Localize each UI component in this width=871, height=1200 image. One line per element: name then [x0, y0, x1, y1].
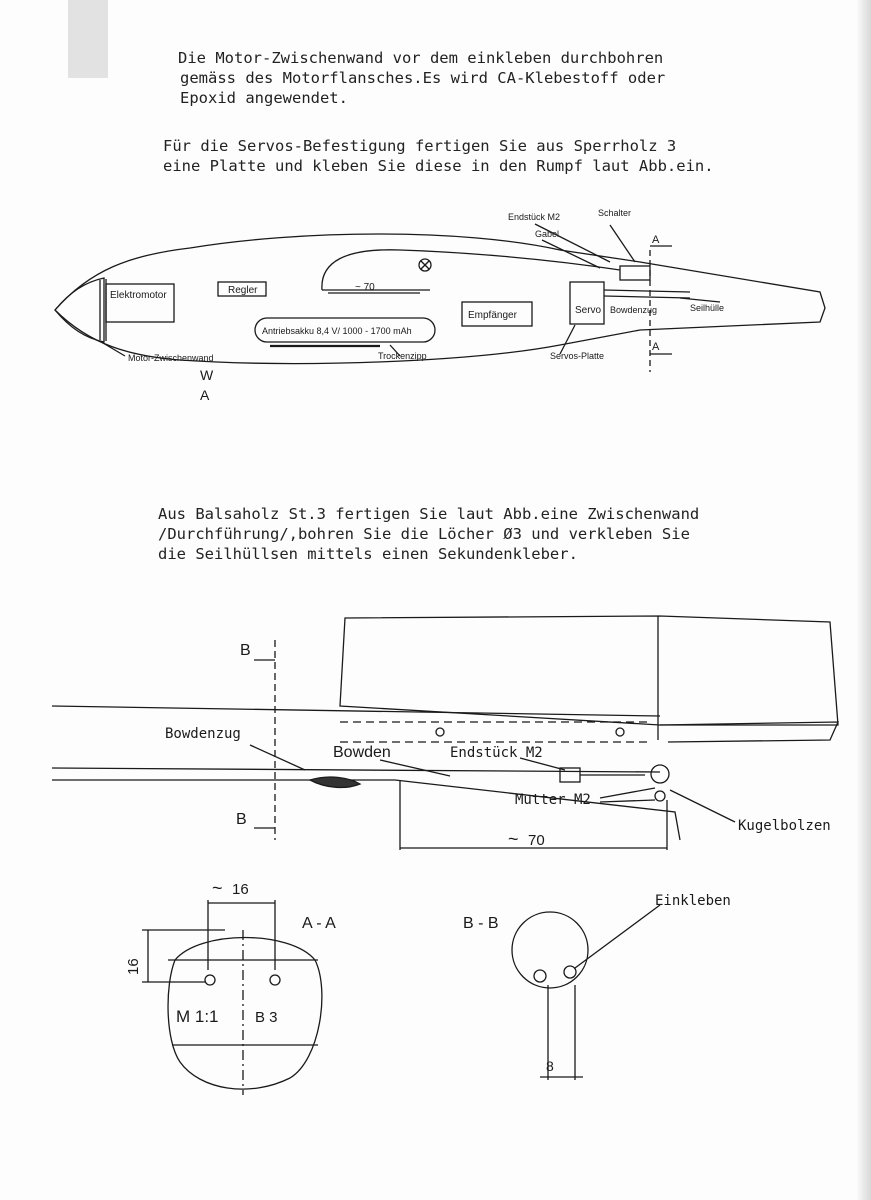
label-bowdenzug-tail: Bowdenzug	[165, 726, 241, 742]
wing-bolt	[418, 258, 432, 272]
handwritten-mark: W	[200, 367, 214, 383]
text-line: Aus Balsaholz St.3 fertigen Sie laut Abb…	[158, 505, 700, 523]
text-line: eine Platte und kleben Sie diese in den …	[163, 157, 714, 175]
boom-center	[51, 767, 661, 773]
label-elektromotor: Elektromotor	[110, 290, 167, 301]
label-servos-platte: Servos-Platte	[550, 351, 604, 361]
section-bb-outline	[511, 911, 589, 989]
label-seilhuelle: Seilhülle	[690, 303, 724, 313]
label-bowdenzug: Bowdenzug	[610, 305, 657, 315]
label-section-a-bottom: A	[652, 341, 660, 353]
nose-cone	[54, 277, 105, 343]
label-servo: Servo	[575, 305, 602, 316]
label-dim70: ~ 70	[355, 282, 375, 293]
text-line: /Durchführung/,bohren Sie die Löcher Ø3 …	[158, 525, 690, 543]
akku-box	[254, 317, 436, 343]
label-einkleben: Einkleben	[655, 893, 731, 909]
text-line: Die Motor-Zwischenwand vor dem einkleben…	[178, 49, 664, 67]
text-line: Für die Servos-Befestigung fertigen Sie …	[163, 137, 677, 155]
boom-taper	[394, 779, 681, 841]
wing-root	[321, 249, 621, 291]
label-material: B 3	[255, 1009, 278, 1026]
tail-drawing	[51, 615, 840, 850]
label-dim-h: 16	[232, 881, 249, 898]
label-kugelbolzen: Kugelbolzen	[738, 818, 831, 834]
section-bb-drawing	[511, 904, 661, 1080]
glue-blob	[308, 776, 362, 789]
label-endstueck-tail: Endstück M2	[450, 745, 543, 761]
boom-top	[51, 705, 661, 717]
label-mutter: Mutter M2	[515, 792, 591, 808]
schalter-box	[619, 265, 651, 281]
kugelbolzen-part	[650, 764, 670, 784]
text-line: die Seilhüllsen mittels einen Sekundenkl…	[158, 545, 578, 563]
label-scale: M 1:1	[176, 1007, 219, 1026]
tilde: ~	[212, 878, 223, 898]
handwritten-mark: A	[200, 387, 210, 403]
label-bowden: Bowden	[333, 744, 391, 761]
label-endstueck: Endstück M2	[508, 212, 560, 222]
page-edge-shadow	[857, 0, 871, 1200]
rudder-bottom	[659, 721, 840, 743]
label-section-aa-title: A - A	[302, 915, 336, 932]
label-trockenzipp: Trockenzipp	[378, 351, 427, 361]
section-aa-drawing	[142, 900, 323, 1095]
text-line: Epoxid angewendet.	[180, 89, 348, 107]
label-section-b-top: B	[240, 642, 251, 659]
label-motor-zwischenwand: Motor-Zwischenwand	[128, 353, 214, 363]
regler-box	[217, 281, 267, 297]
text-line: gemäss des Motorflansches.Es wird CA-Kle…	[180, 69, 666, 87]
label-dim-8: 8	[546, 1058, 554, 1074]
label-dim70-tail: 70	[528, 832, 545, 849]
label-section-bb-title: B - B	[463, 915, 499, 932]
label-section-a-top: A	[652, 234, 660, 246]
label-akku: Antriebsakku 8,4 V/ 1000 - 1700 mAh	[262, 326, 412, 336]
section-aa-outline	[167, 936, 323, 1090]
tape-mark	[68, 0, 108, 78]
label-regler: Regler	[228, 285, 258, 296]
fin-outline	[339, 615, 839, 726]
label-section-b-bottom: B	[236, 811, 247, 828]
label-schalter: Schalter	[598, 208, 631, 218]
bowdenzug-line	[603, 289, 691, 293]
fuselage-drawing	[54, 223, 826, 372]
fuselage-outline	[54, 233, 826, 365]
empfaenger-box	[461, 301, 533, 327]
servo-box	[569, 281, 605, 325]
elektromotor-box	[105, 283, 175, 323]
label-dim-v: 16	[125, 958, 142, 975]
tilde: ~	[508, 829, 519, 849]
label-gabel: Gabel	[535, 229, 559, 239]
label-empfaenger: Empfänger	[468, 310, 518, 321]
